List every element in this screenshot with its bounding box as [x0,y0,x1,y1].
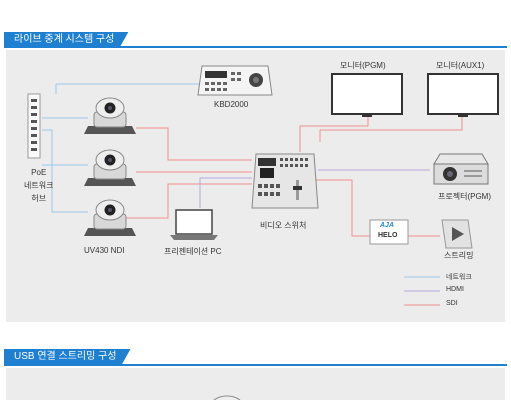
helo-encoder-icon [369,219,409,245]
poe-hub-label-line: 네트워크 [24,181,54,190]
ptz-camera-icon [84,97,136,134]
legend-label-sdi: SDI [446,300,458,307]
projector-label: 프로젝터(PGM) [438,192,491,201]
helo-name: HELO [378,232,398,239]
legend-label-hdmi: HDMI [446,286,464,293]
section-title: 라이브 중계 시스템 구성 [14,34,115,45]
monitor-icon [331,73,403,117]
monitor-aux-label: 모니터(AUX1) [436,61,485,70]
section-tab-usb: USB 연결 스트리밍 구성 [4,349,131,365]
section-rule [4,46,507,48]
poe-hub-icon [27,93,41,159]
helo-brand: AJA [380,222,395,229]
section-tab-live: 라이브 중계 시스템 구성 [4,32,128,48]
play-icon [441,219,473,249]
monitor-icon [427,73,499,117]
section-title: USB 연결 스트리밍 구성 [14,351,117,362]
streaming-label: 스트리밍 [444,251,474,260]
video-switcher-icon [251,153,319,209]
legend-label-network: 네트워크 [446,274,472,281]
laptop-icon [170,209,218,240]
ptz-camera-icon [84,199,136,236]
switcher-label: 비디오 스위처 [260,221,307,230]
diagram-panel [6,368,505,400]
poe-hub-label-line: 허브 [31,194,47,203]
pc-label: 프리젠테이션 PC [164,247,222,256]
ptz-camera-icon [84,149,136,186]
kbd-controller-icon [197,65,273,96]
poe-hub-label-line: PoE [31,168,47,177]
section-rule [4,364,507,366]
kbd-label: KBD2000 [214,100,249,109]
monitor-pgm-label: 모니터(PGM) [340,61,386,70]
projector-icon [433,153,489,185]
poe-hub-label: PoE 네트워크 허브 [24,166,53,205]
camera-label: UV430 NDI [84,246,125,255]
